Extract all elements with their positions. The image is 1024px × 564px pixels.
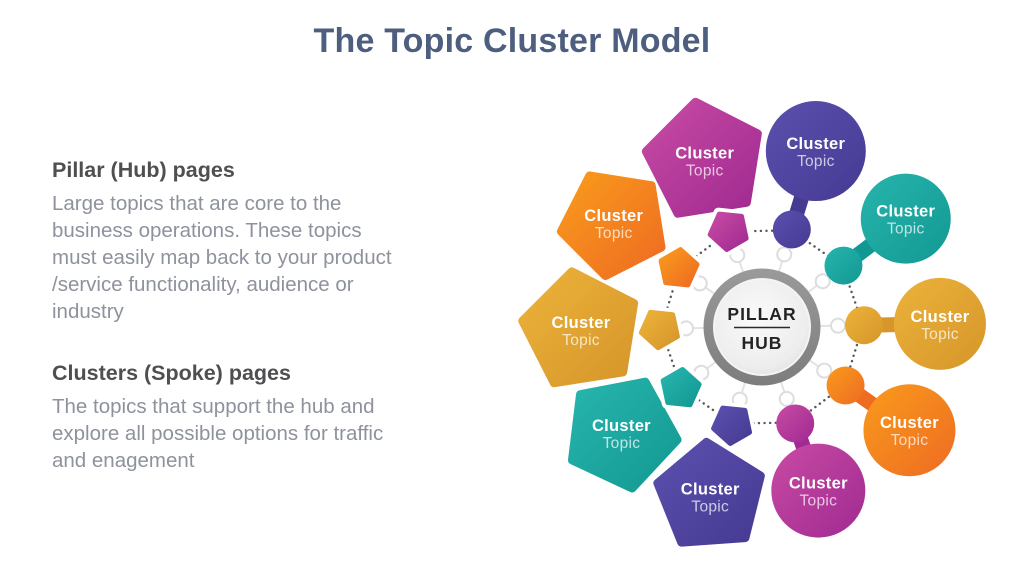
cluster-label-line1: Cluster [675, 145, 734, 163]
pillar-body: Large topics that are core to the busine… [52, 192, 392, 323]
cluster-label-line1: Cluster [786, 135, 845, 153]
cluster-label-line2: Topic [691, 498, 729, 515]
cluster-label-line2: Topic [891, 432, 929, 449]
connector-node [776, 246, 793, 263]
cluster-label-line1: Cluster [681, 480, 740, 498]
connector-circle [824, 246, 863, 285]
cluster-topic-pentagon [641, 97, 762, 218]
cluster-label-line2: Topic [921, 326, 959, 343]
cluster-label-line2: Topic [686, 163, 724, 180]
connector-pentagon [638, 309, 680, 351]
cluster-topic-pentagon [653, 437, 765, 547]
cluster-topic-circle [860, 173, 951, 264]
text-panel: Pillar (Hub) pages Large topics that are… [52, 158, 452, 510]
clusters-heading: Clusters (Spoke) pages [52, 361, 291, 385]
cluster-label-line1: Cluster [910, 308, 969, 326]
cluster-label-line1: Cluster [592, 417, 651, 435]
connector-node [778, 390, 795, 407]
connector-pentagon [658, 247, 700, 288]
connector-pentagon [660, 367, 702, 408]
cluster-label-line2: Topic [603, 435, 641, 452]
cluster-topic-pentagon [518, 267, 639, 388]
hub-label-bottom: HUB [742, 333, 783, 353]
cluster-label-line1: Cluster [880, 414, 939, 432]
cluster-label-line2: Topic [562, 332, 600, 349]
connector-node [816, 362, 833, 379]
connector-pentagon [707, 211, 749, 252]
clusters-spoke-section: Clusters (Spoke) pages The topics that s… [52, 361, 452, 474]
cluster-label-line1: Cluster [876, 203, 935, 221]
clusters-body: The topics that support the hub and expl… [52, 395, 384, 472]
cluster-topic-circle [771, 443, 866, 538]
hub-label-top: PILLAR [727, 304, 796, 324]
cluster-label-line1: Cluster [584, 207, 643, 225]
cluster-topic-circle [893, 277, 986, 370]
page-title: The Topic Cluster Model [313, 22, 711, 60]
connector-circle [844, 306, 883, 345]
cluster-label-line2: Topic [797, 153, 835, 170]
connector-node [829, 317, 846, 334]
cluster-topic-pentagon [568, 377, 682, 493]
cluster-label-line1: Cluster [552, 314, 611, 332]
cluster-label-line1: Cluster [789, 475, 848, 493]
connector-circle [772, 210, 811, 249]
topic-cluster-diagram: ClusterTopicClusterTopicClusterTopicClus… [518, 97, 986, 547]
cluster-topic-pentagon [556, 171, 666, 280]
pillar-hub: PILLAR HUB [703, 268, 821, 386]
cluster-topic-circle [863, 384, 956, 477]
cluster-label-line2: Topic [595, 225, 633, 242]
pillar-hub-section: Pillar (Hub) pages Large topics that are… [52, 158, 452, 325]
connector-node [814, 273, 831, 290]
cluster-label-line2: Topic [799, 493, 837, 510]
cluster-label-line2: Topic [887, 221, 925, 238]
connector-pentagon [711, 405, 752, 446]
connector-circle [776, 404, 815, 443]
pillar-heading: Pillar (Hub) pages [52, 158, 235, 182]
cluster-topic-circle [765, 101, 866, 202]
connector-circle [826, 366, 865, 405]
